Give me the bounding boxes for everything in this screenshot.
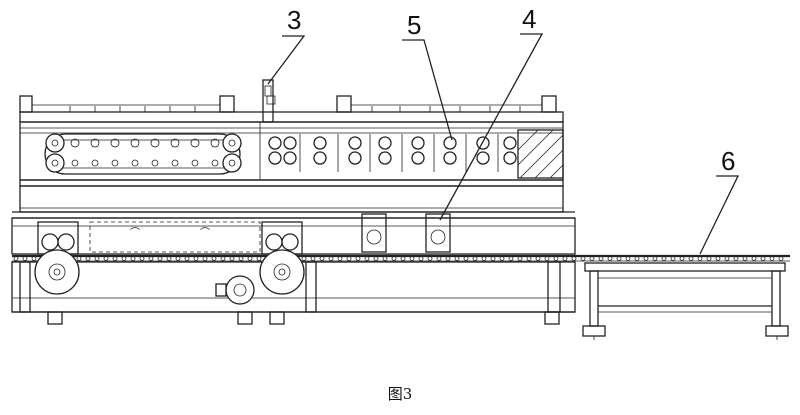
chain-link (589, 256, 595, 261)
left-chain-sprocket (45, 133, 242, 173)
chain-link (679, 256, 685, 261)
callout-5: 5 (407, 10, 422, 40)
chain-link (328, 256, 334, 261)
chain-link (751, 256, 757, 261)
chain-link (319, 256, 325, 261)
chain-link (256, 256, 262, 261)
chain-link (607, 256, 613, 261)
roller-table (582, 262, 789, 340)
chain-link (553, 256, 559, 261)
chain-link (742, 256, 748, 261)
chain-link (238, 256, 244, 261)
chain-link (436, 256, 442, 261)
chain-link (517, 256, 523, 261)
chain-link (481, 256, 487, 261)
chain-link (418, 256, 424, 261)
figure-caption: 图3 (387, 385, 413, 403)
chain-link (598, 256, 604, 261)
chain-link (463, 256, 469, 261)
chain-link (76, 256, 82, 261)
chain-link (103, 256, 109, 261)
chain-link (661, 256, 667, 261)
callout-6: 6 (721, 146, 736, 176)
chain-link (310, 256, 316, 261)
chain-link (166, 256, 172, 261)
svg-text:⌒: ⌒ (200, 227, 210, 239)
chain-link (409, 256, 415, 261)
lower-frame: ⌒ ⌒ (11, 213, 576, 255)
chain-link (535, 256, 541, 261)
chain-link (184, 256, 190, 261)
chain-link (382, 256, 388, 261)
chain-link (193, 256, 199, 261)
chain-conveyor (12, 254, 790, 262)
machine-drawing: ⌒ ⌒ (11, 33, 790, 340)
chain-link (391, 256, 397, 261)
chain-link (31, 256, 37, 261)
chain-link (175, 256, 181, 261)
chain-link (760, 256, 766, 261)
chain-link (229, 256, 235, 261)
chain-link (778, 256, 784, 261)
chain-link (697, 256, 703, 261)
chain-link (688, 256, 694, 261)
chain-link (562, 256, 568, 261)
chain-link (472, 256, 478, 261)
chain-link (715, 256, 721, 261)
chain-link (526, 256, 532, 261)
upper-section (19, 121, 564, 181)
chain-link (130, 256, 136, 261)
chain-link (400, 256, 406, 261)
chain-link (724, 256, 730, 261)
chain-link (148, 256, 154, 261)
chain-link (364, 256, 370, 261)
chain-link (373, 256, 379, 261)
chain-link (499, 256, 505, 261)
chain-link (346, 256, 352, 261)
chain-link (121, 256, 127, 261)
chain-link (247, 256, 253, 261)
upper-frame (19, 79, 564, 123)
chain-link (94, 256, 100, 261)
chain-link (544, 256, 550, 261)
chain-link (220, 256, 226, 261)
chain-link (508, 256, 514, 261)
roller-pairs (268, 136, 517, 165)
chain-link (571, 256, 577, 261)
chain-link (85, 256, 91, 261)
lower-structure (11, 249, 576, 325)
callout-4: 4 (522, 4, 537, 34)
chain-link (22, 256, 28, 261)
chain-link (211, 256, 217, 261)
chain-link (202, 256, 208, 261)
chain-link (733, 256, 739, 261)
chain-link (355, 256, 361, 261)
chain-link (157, 256, 163, 261)
chain-link (301, 256, 307, 261)
chain-link (454, 256, 460, 261)
chain-link (652, 256, 658, 261)
svg-text:⌒: ⌒ (130, 227, 140, 239)
chain-link (706, 256, 712, 261)
chain-link (13, 256, 19, 261)
chain-link (616, 256, 622, 261)
chain-link (139, 256, 145, 261)
chain-link (643, 256, 649, 261)
callout-3: 3 (287, 5, 302, 35)
main-beam (12, 179, 575, 219)
chain-link (427, 256, 433, 261)
chain-link (625, 256, 631, 261)
chain-link (445, 256, 451, 261)
chain-link (337, 256, 343, 261)
leader-lines (267, 33, 740, 255)
chain-link (112, 256, 118, 261)
chain-link (769, 256, 775, 261)
chain-link (580, 256, 586, 261)
chain-link (490, 256, 496, 261)
chain-link (634, 256, 640, 261)
chain-link (670, 256, 676, 261)
